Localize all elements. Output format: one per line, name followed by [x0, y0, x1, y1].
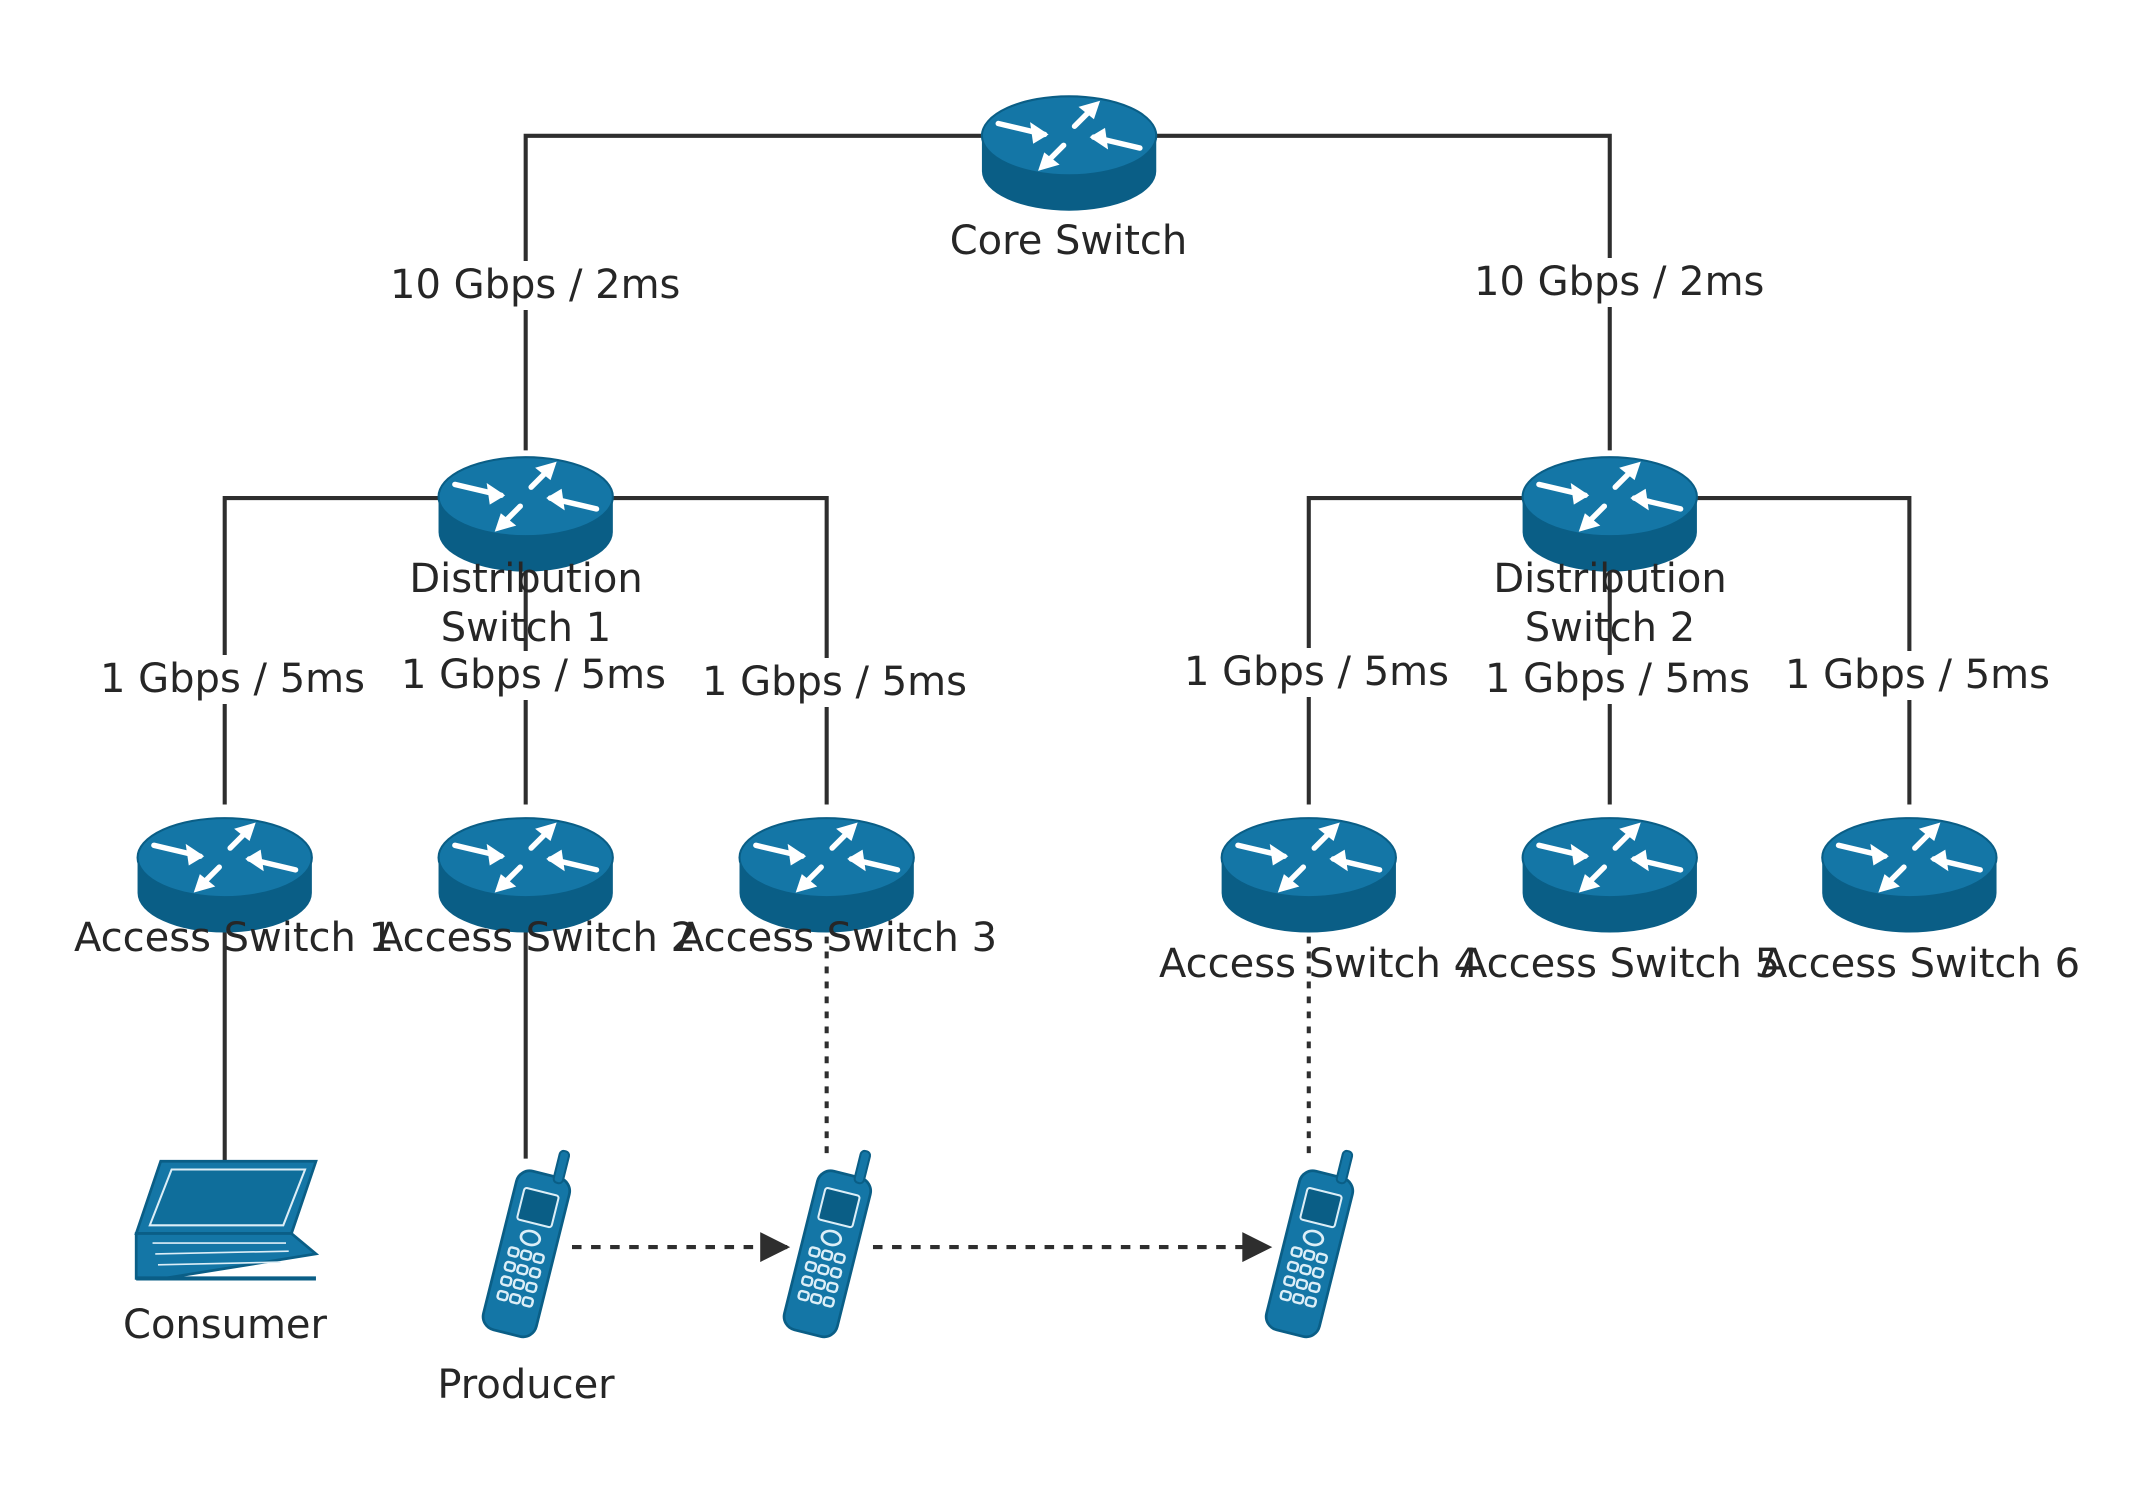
link-core-dist1 — [523, 133, 984, 451]
mobile-phone-icon — [1261, 1140, 1364, 1342]
link-dist1-acc1 — [222, 496, 439, 805]
core-switch-router-icon — [982, 96, 1156, 210]
access-switch-6-router-icon — [1822, 818, 1996, 932]
producer-mobile-phone-icon — [478, 1140, 581, 1342]
access-switch-5-router-icon — [1523, 818, 1697, 932]
laptop-icon — [134, 1159, 320, 1281]
access-switch-3-router-icon — [740, 818, 914, 932]
access-switch-1-router-icon — [138, 818, 312, 932]
access-switch-2-router-icon — [439, 818, 613, 932]
distribution-switch-2-router-icon — [1523, 457, 1697, 571]
link-dist1-acc3 — [612, 496, 829, 805]
link-dist2-acc6 — [1696, 496, 1912, 805]
link-core-dist2 — [1154, 133, 1612, 451]
distribution-switch-1-router-icon — [439, 457, 613, 571]
link-dist2-acc4 — [1306, 496, 1523, 805]
mobile-phone-icon — [779, 1140, 882, 1342]
access-switch-4-router-icon — [1222, 818, 1396, 932]
